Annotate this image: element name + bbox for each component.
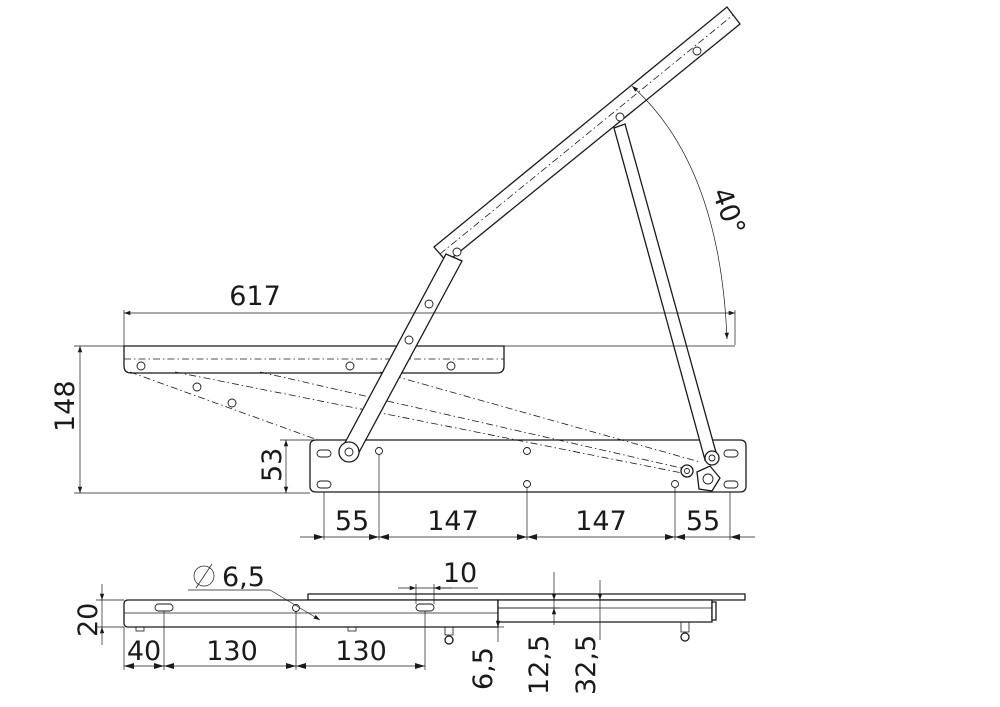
- dim-label: 55: [686, 506, 720, 537]
- dim-label: 10: [443, 558, 477, 589]
- dim-label: 130: [335, 636, 387, 667]
- dim-side-spacing: 40 130 130: [123, 611, 426, 670]
- arm-hole-icon: [615, 112, 625, 122]
- pin-icon: [680, 632, 690, 642]
- dim-hole-diameter: 6,5: [188, 562, 321, 621]
- arm-hole-icon: [452, 247, 462, 257]
- pivot-icon: [702, 473, 714, 485]
- slot-hole-icon: [316, 449, 332, 458]
- dim-slot-width: 10: [398, 558, 478, 604]
- dim-hole-spacing: 55 147 147 55: [300, 455, 755, 540]
- right-strut: [613, 123, 721, 492]
- dim-label: 53: [257, 448, 288, 482]
- side-view: 6,5 10 20: [73, 558, 746, 695]
- dim-height-open: 148: [50, 345, 310, 494]
- dim-side-height: 20: [73, 584, 124, 645]
- slot-hole-icon: [723, 480, 739, 489]
- dim-label: 40°: [705, 184, 750, 240]
- dim-label: 40: [127, 636, 161, 667]
- top-plate: [123, 345, 505, 374]
- phantom-pivot-icon: [227, 398, 237, 408]
- dim-label: 130: [206, 636, 258, 667]
- closed-arm-phantom: [129, 371, 701, 475]
- base-hole-icon: [523, 480, 531, 488]
- plate-hole-icon: [446, 361, 456, 371]
- dim-label: 55: [335, 506, 369, 537]
- dim-label: 12,5: [524, 635, 555, 695]
- diameter-icon: [193, 565, 215, 587]
- slot-hole-icon: [154, 603, 174, 612]
- plate-hole-icon: [136, 361, 146, 371]
- dim-angle: 40°: [504, 85, 751, 347]
- front-view: 617 40° 148 53: [50, 6, 755, 540]
- pivot-icon: [708, 454, 716, 462]
- arm-hole-icon: [692, 46, 702, 56]
- dim-label: 147: [575, 506, 627, 537]
- slot-hole-icon: [316, 480, 332, 489]
- pivot-icon: [684, 468, 690, 474]
- left-strut: [338, 253, 463, 463]
- phantom-pivot-icon: [192, 382, 202, 392]
- dim-base-height: 53: [257, 439, 316, 493]
- dim-label: 32,5: [571, 635, 602, 695]
- dim-depths: 6,5 12,5 32,5: [468, 572, 604, 695]
- slot-hole-icon: [723, 449, 739, 458]
- base-hole-icon: [523, 447, 531, 455]
- slot-hole-icon: [415, 603, 435, 612]
- dim-label: 6,5: [222, 562, 265, 593]
- lid-arm: [433, 6, 741, 263]
- dim-label: 617: [229, 281, 281, 312]
- base-hole-icon: [671, 480, 679, 488]
- dim-label: 148: [50, 380, 81, 432]
- strut-hole-icon: [424, 299, 434, 309]
- dim-label: 147: [427, 506, 479, 537]
- pin-icon: [444, 635, 454, 645]
- base-hole-icon: [375, 447, 383, 455]
- plate-hole-icon: [345, 361, 355, 371]
- dim-label: 20: [73, 603, 104, 637]
- pivot-icon: [344, 447, 354, 457]
- strut-hole-icon: [404, 335, 414, 345]
- dim-label: 6,5: [468, 647, 499, 690]
- base-plate: [309, 439, 747, 493]
